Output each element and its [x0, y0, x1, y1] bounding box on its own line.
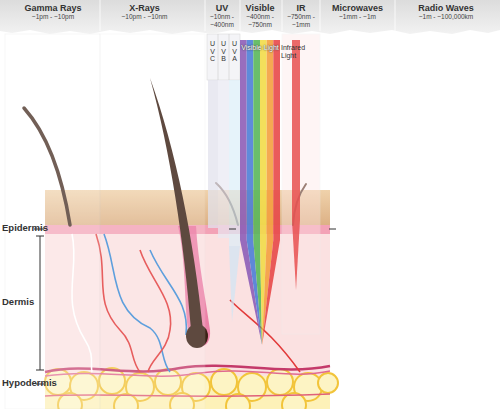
gamma-band: Gamma Rays~1pm - ~10pm — [8, 3, 98, 21]
visible-band: Visible~400nm - ~750nm — [238, 3, 282, 28]
wavelength-range: ~10nm - ~400nm — [203, 13, 241, 28]
dermis-label: Dermis — [2, 297, 34, 307]
microwave-band: Microwaves~1mm - ~1m — [320, 3, 395, 21]
wavelength-range: ~750nm - ~1mm — [281, 13, 321, 28]
radio-band: Radio Waves~1m - ~100,000km — [396, 3, 496, 21]
band-name: Radio Waves — [396, 3, 496, 13]
visible-light-label: Visible Light — [240, 44, 280, 52]
band-name: X-Rays — [102, 3, 187, 13]
uvc-label: UVC — [209, 40, 216, 63]
band-name: UV — [203, 3, 241, 13]
hypodermis-label: Hypodermis — [2, 378, 57, 388]
wavelength-range: ~1m - ~100,000km — [396, 13, 496, 20]
xray-band: X-Rays~10pm - ~10nm — [102, 3, 187, 21]
band-name: Microwaves — [320, 3, 395, 13]
band-name: Visible — [238, 3, 282, 13]
wavelength-range: ~1pm - ~10pm — [8, 13, 98, 20]
ir-band: IR~750nm - ~1mm — [281, 3, 321, 28]
infrared-light-label: Infrared Light — [281, 44, 321, 59]
wavelength-range: ~10pm - ~10nm — [102, 13, 187, 20]
epidermis-label: Epidermis — [2, 223, 48, 233]
uvb-label: UVB — [220, 40, 227, 63]
wavelength-range: ~1mm - ~1m — [320, 13, 395, 20]
uva-label: UVA — [231, 40, 238, 63]
band-name: Gamma Rays — [8, 3, 98, 13]
uv-band: UV~10nm - ~400nm — [203, 3, 241, 28]
wavelength-range: ~400nm - ~750nm — [238, 13, 282, 28]
band-name: IR — [281, 3, 321, 13]
